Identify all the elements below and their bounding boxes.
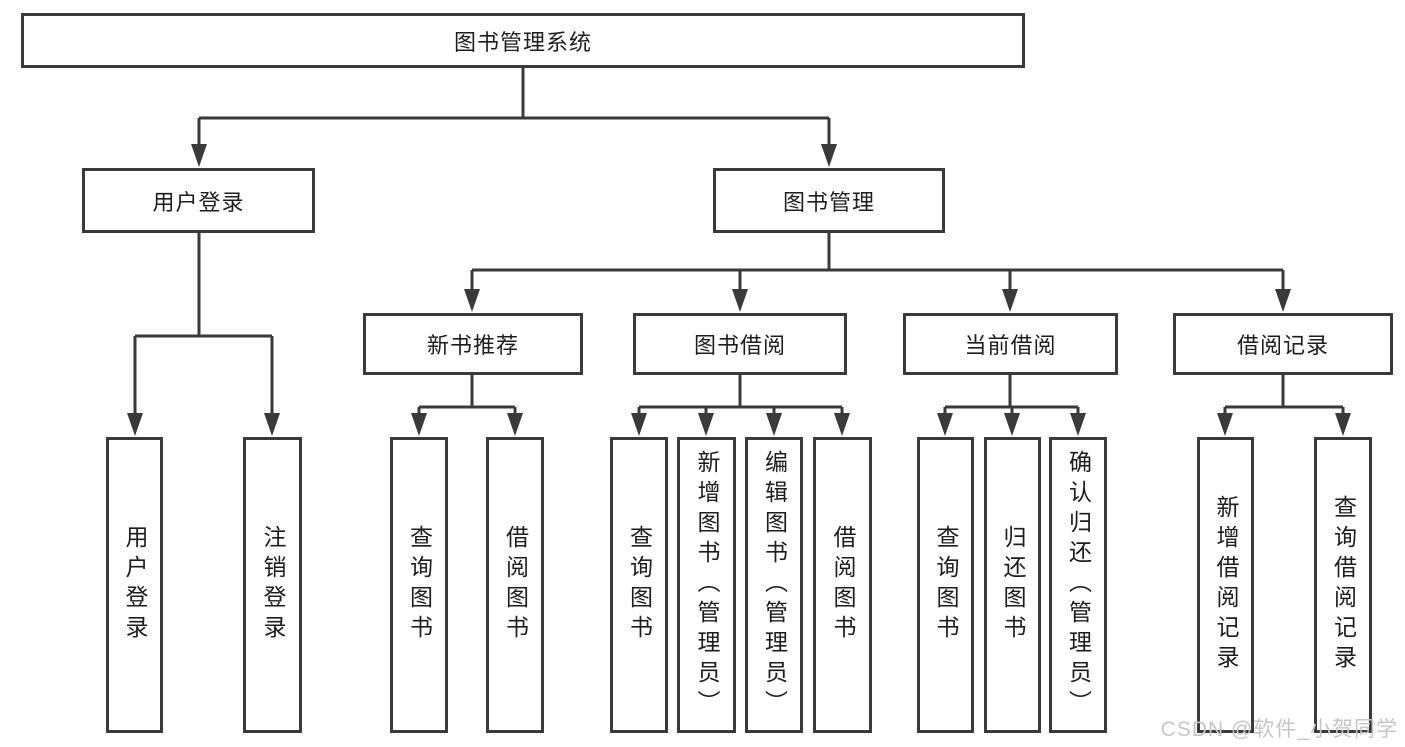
leaf-borrow-books-recommend: 借阅图书 [486, 437, 544, 733]
leaf-label: 确认归还（管理员） [1065, 450, 1092, 720]
leaf-edit-book-admin: 编辑图书（管理员） [745, 437, 803, 733]
leaf-label: 编辑图书（管理员） [761, 450, 788, 720]
leaf-user-login: 用户登录 [106, 437, 163, 733]
node-book-borrowing: 图书借阅 [633, 313, 847, 375]
leaf-label: 查询图书 [406, 525, 433, 645]
leaf-return-books: 归还图书 [984, 437, 1041, 733]
node-borrowing-records: 借阅记录 [1173, 313, 1393, 375]
leaf-logout: 注销登录 [243, 437, 302, 733]
leaf-label: 查询图书 [626, 525, 653, 645]
node-library-management-system: 图书管理系统 [21, 13, 1025, 68]
node-current-borrowing: 当前借阅 [903, 313, 1118, 375]
leaf-add-book-admin: 新增图书（管理员） [677, 437, 736, 733]
leaf-query-books-recommend: 查询图书 [390, 437, 448, 733]
leaf-label: 注销登录 [260, 525, 286, 645]
leaf-label: 新增借阅记录 [1213, 495, 1239, 675]
node-label: 当前借阅 [964, 333, 1057, 358]
leaf-confirm-return-admin: 确认归还（管理员） [1049, 437, 1107, 733]
leaf-label: 借阅图书 [830, 525, 856, 645]
leaf-label: 新增图书（管理员） [694, 450, 720, 720]
node-label: 图书管理系统 [453, 29, 592, 55]
leaf-borrow-books: 借阅图书 [813, 437, 872, 733]
leaf-label: 用户登录 [122, 525, 148, 645]
leaf-label: 归还图书 [1000, 525, 1026, 645]
node-label: 图书借阅 [693, 333, 786, 358]
leaf-query-borrow-record: 查询借阅记录 [1314, 437, 1372, 733]
leaf-query-books-current: 查询图书 [917, 437, 974, 733]
leaf-label: 查询图书 [933, 525, 959, 645]
node-label: 图书管理 [782, 189, 875, 215]
leaf-add-borrow-record: 新增借阅记录 [1197, 437, 1254, 733]
csdn-watermark: CSDN @软件_小贺同学 [1160, 718, 1398, 741]
arrow-down-icons [127, 144, 1351, 436]
node-user-login: 用户登录 [82, 168, 315, 233]
leaf-label: 查询借阅记录 [1330, 495, 1357, 675]
node-label: 用户登录 [152, 189, 245, 215]
leaf-query-books-borrowing: 查询图书 [610, 437, 668, 733]
node-label: 借阅记录 [1236, 333, 1329, 358]
leaf-label: 借阅图书 [502, 525, 529, 645]
node-label: 新书推荐 [426, 333, 519, 358]
node-new-book-recommend: 新书推荐 [363, 313, 583, 375]
node-book-management: 图书管理 [713, 168, 945, 233]
